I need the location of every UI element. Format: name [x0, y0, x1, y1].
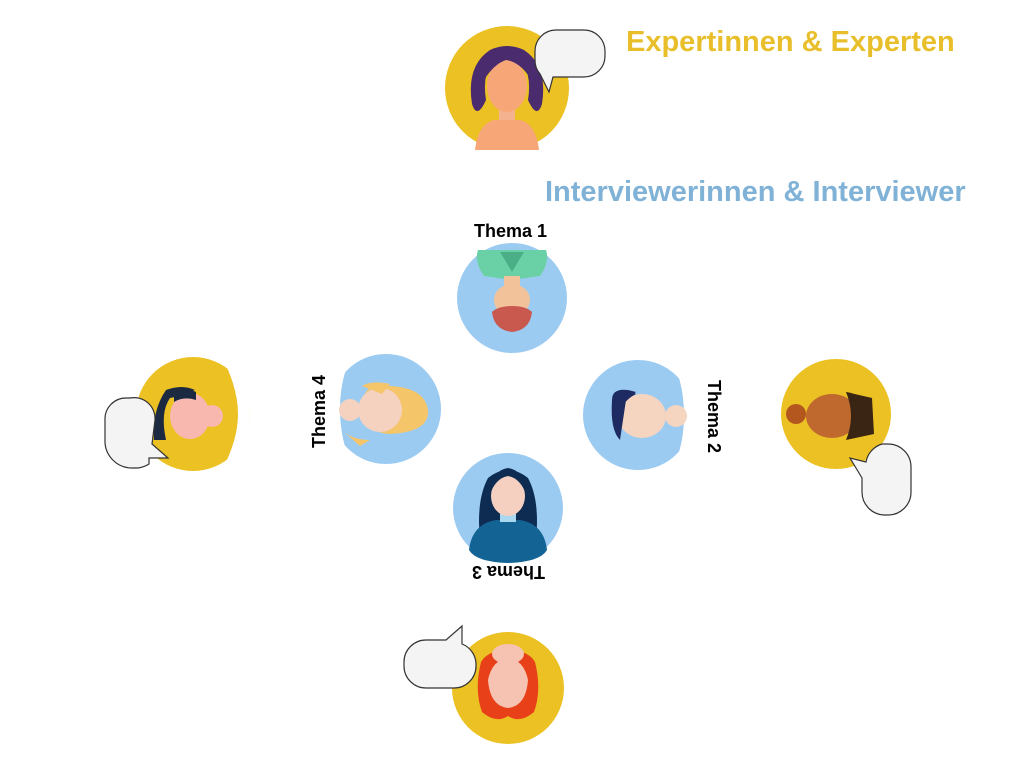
- interviewer-left-avatar: [330, 354, 441, 464]
- speech-bubble-left: [104, 397, 170, 469]
- topic-label-2: Thema 2: [704, 379, 725, 454]
- expert-bottom-avatar: [452, 632, 564, 744]
- interviewer-top-avatar: [457, 243, 567, 353]
- topic-label-4: Thema 4: [309, 374, 330, 449]
- legend-interviewers: Interviewerinnen & Interviewer: [545, 176, 966, 208]
- expert-right-avatar: [781, 359, 891, 469]
- topic-label-1: Thema 1: [474, 221, 548, 241]
- speech-bubble-right: [848, 443, 912, 516]
- expert-left-avatar: [136, 357, 250, 471]
- speech-bubble-bottom: [403, 624, 477, 689]
- interviewer-right-avatar: [583, 360, 694, 470]
- speech-bubble-top: [534, 29, 606, 94]
- legend-experts: Expertinnen & Experten: [626, 26, 955, 58]
- interviewer-bottom-avatar: [453, 453, 563, 563]
- topic-label-3: Thema 3: [472, 562, 546, 582]
